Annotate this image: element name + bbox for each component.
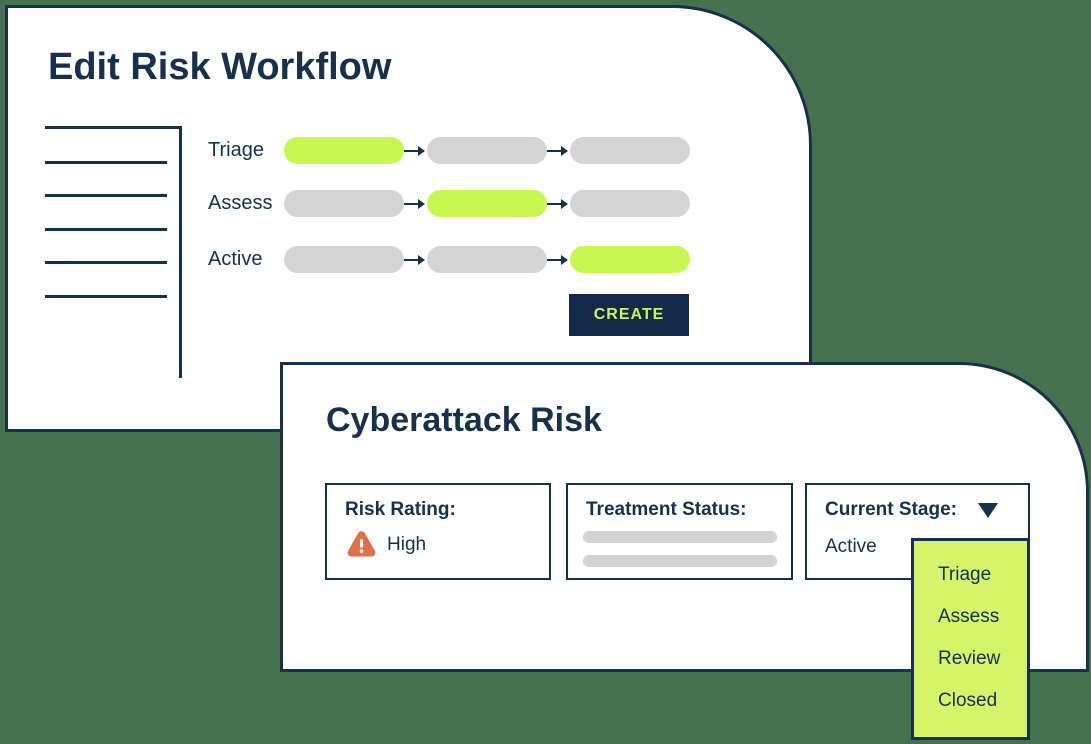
status-placeholder-bar: [583, 531, 777, 543]
workflow-step-pill[interactable]: [284, 190, 404, 217]
stage-dropdown-menu: Triage Assess Review Closed: [911, 538, 1030, 740]
workflow-step-pill[interactable]: [284, 137, 404, 164]
treatment-status-box: Treatment Status:: [566, 483, 793, 580]
risk-rating-value: High: [387, 533, 427, 555]
cyberattack-risk-card: Cyberattack Risk Risk Rating: High Treat…: [280, 362, 1089, 740]
workflow-step-pill[interactable]: [427, 246, 547, 273]
warning-triangle-icon: [347, 531, 376, 558]
current-stage-value: Active: [825, 536, 877, 557]
arrow-right-icon: [404, 137, 427, 164]
workflow-row-assess: Assess: [208, 190, 690, 217]
risk-rating-label: Risk Rating:: [345, 499, 456, 520]
workflow-step-pill[interactable]: [570, 190, 690, 217]
treatment-status-label: Treatment Status:: [586, 499, 747, 520]
workflow-step-pill[interactable]: [427, 190, 547, 217]
workflow-row-label: Assess: [208, 192, 273, 214]
workflow-step-pill[interactable]: [427, 137, 547, 164]
risk-rating-box: Risk Rating: High: [325, 483, 551, 580]
edit-risk-workflow-card: Edit Risk Workflow Triage Assess: [5, 5, 812, 432]
workflow-row-label: Active: [208, 248, 263, 270]
arrow-right-icon: [547, 190, 570, 217]
workflow-row-triage: Triage: [208, 137, 690, 164]
arrow-right-icon: [547, 137, 570, 164]
arrow-right-icon: [404, 246, 427, 273]
dropdown-option-assess[interactable]: Assess: [938, 606, 1000, 627]
dropdown-option-review[interactable]: Review: [938, 648, 1001, 669]
workflow-row-label: Triage: [208, 139, 264, 161]
risk-card-title: Cyberattack Risk: [326, 401, 602, 439]
arrow-right-icon: [547, 246, 570, 273]
create-button[interactable]: CREATE: [569, 294, 689, 336]
current-stage-label: Current Stage:: [825, 499, 957, 520]
workflow-card-title: Edit Risk Workflow: [48, 46, 392, 88]
dropdown-option-triage[interactable]: Triage: [938, 564, 992, 585]
dropdown-option-closed[interactable]: Closed: [938, 690, 998, 711]
workflow-step-pill[interactable]: [570, 137, 690, 164]
status-placeholder-bar: [583, 555, 777, 567]
workflow-step-pill[interactable]: [284, 246, 404, 273]
arrow-right-icon: [404, 190, 427, 217]
workflow-step-pill[interactable]: [570, 246, 690, 273]
workflow-row-active: Active: [208, 246, 690, 273]
caret-down-icon[interactable]: [978, 503, 998, 518]
